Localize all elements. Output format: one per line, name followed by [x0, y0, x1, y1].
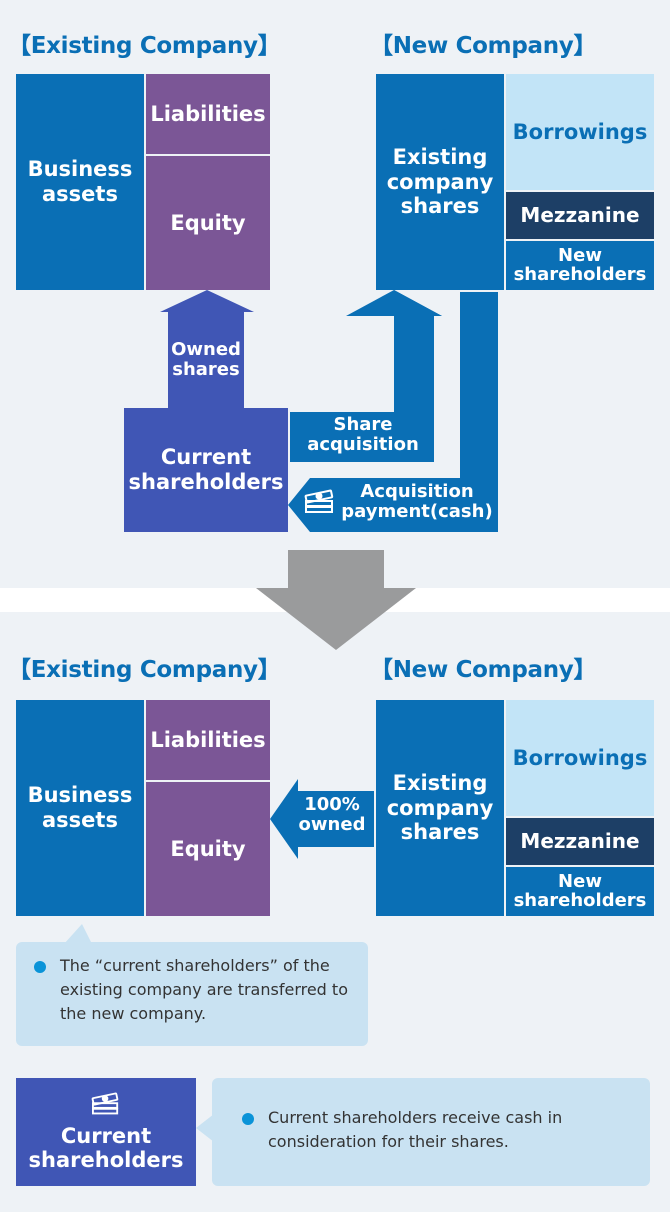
business-assets-label: Business assets: [27, 157, 133, 206]
borrowings-label: Borrowings: [512, 119, 648, 144]
new-shareholders-label: New shareholders: [513, 244, 647, 285]
note-cash-pointer: [196, 1114, 214, 1142]
note-cash: Current shareholders receive cash in con…: [212, 1078, 650, 1186]
equity-box: Equity: [146, 156, 270, 290]
transition-arrow-icon: [256, 550, 416, 650]
current-shareholders-label-after: Current shareholders: [28, 1123, 184, 1172]
borrowings-box: Borrowings: [506, 74, 654, 190]
equity-label-after: Equity: [170, 836, 246, 861]
mezzanine-box: Mezzanine: [506, 192, 654, 239]
business-assets-box-after: Business assets: [16, 700, 144, 916]
mezzanine-label-after: Mezzanine: [520, 828, 640, 853]
current-shareholders-label: Current shareholders: [128, 445, 284, 494]
existing-company-shares-label-after: Existing company shares: [386, 770, 494, 845]
liabilities-box: Liabilities: [146, 74, 270, 154]
new-shareholders-box-after: New shareholders: [506, 867, 654, 916]
note-transfer: The “current shareholders” of the existi…: [16, 942, 368, 1046]
business-assets-box: Business assets: [16, 74, 144, 290]
owned-arrow: [270, 779, 374, 859]
liabilities-label: Liabilities: [150, 101, 266, 126]
borrowings-label-after: Borrowings: [512, 745, 648, 770]
equity-box-after: Equity: [146, 782, 270, 916]
existing-company-heading-after: 【Existing Company】: [8, 657, 281, 683]
existing-company-shares-label: Existing company shares: [386, 144, 494, 219]
borrowings-box-after: Borrowings: [506, 700, 654, 816]
new-company-heading: 【New Company】: [370, 33, 597, 59]
note-cash-text: Current shareholders receive cash in con…: [268, 1108, 563, 1151]
owned-label: 100% owned: [298, 794, 366, 835]
liabilities-label-after: Liabilities: [150, 727, 266, 752]
cash-stack-icon: [304, 489, 334, 513]
note-transfer-pointer: [64, 924, 92, 944]
share-acquisition-label: Share acquisition: [307, 414, 419, 455]
existing-company-heading: 【Existing Company】: [8, 33, 281, 59]
current-shareholders-box: Current shareholders: [124, 408, 288, 532]
new-shareholders-label-after: New shareholders: [513, 870, 647, 911]
bullet-dot-icon: [34, 961, 46, 973]
share-acquisition-arrow: [290, 290, 442, 462]
owned-shares-label: Owned shares: [171, 339, 241, 380]
existing-company-shares-box-after: Existing company shares: [376, 700, 504, 916]
business-assets-label-after: Business assets: [27, 783, 133, 832]
new-shareholders-box: New shareholders: [506, 241, 654, 290]
current-shareholders-box-after: Current shareholders: [16, 1078, 196, 1186]
new-company-heading-after: 【New Company】: [370, 657, 597, 683]
bullet-dot-icon: [242, 1113, 254, 1125]
equity-label: Equity: [170, 210, 246, 235]
note-transfer-text: The “current shareholders” of the existi…: [60, 956, 348, 1023]
existing-company-shares-box: Existing company shares: [376, 74, 504, 290]
mezzanine-label: Mezzanine: [520, 202, 640, 227]
liabilities-box-after: Liabilities: [146, 700, 270, 780]
owned-shares-arrow: [160, 290, 254, 408]
mezzanine-box-after: Mezzanine: [506, 818, 654, 865]
cash-stack-icon: [91, 1092, 119, 1115]
acquisition-payment-label: Acquisition payment(cash): [341, 481, 493, 522]
